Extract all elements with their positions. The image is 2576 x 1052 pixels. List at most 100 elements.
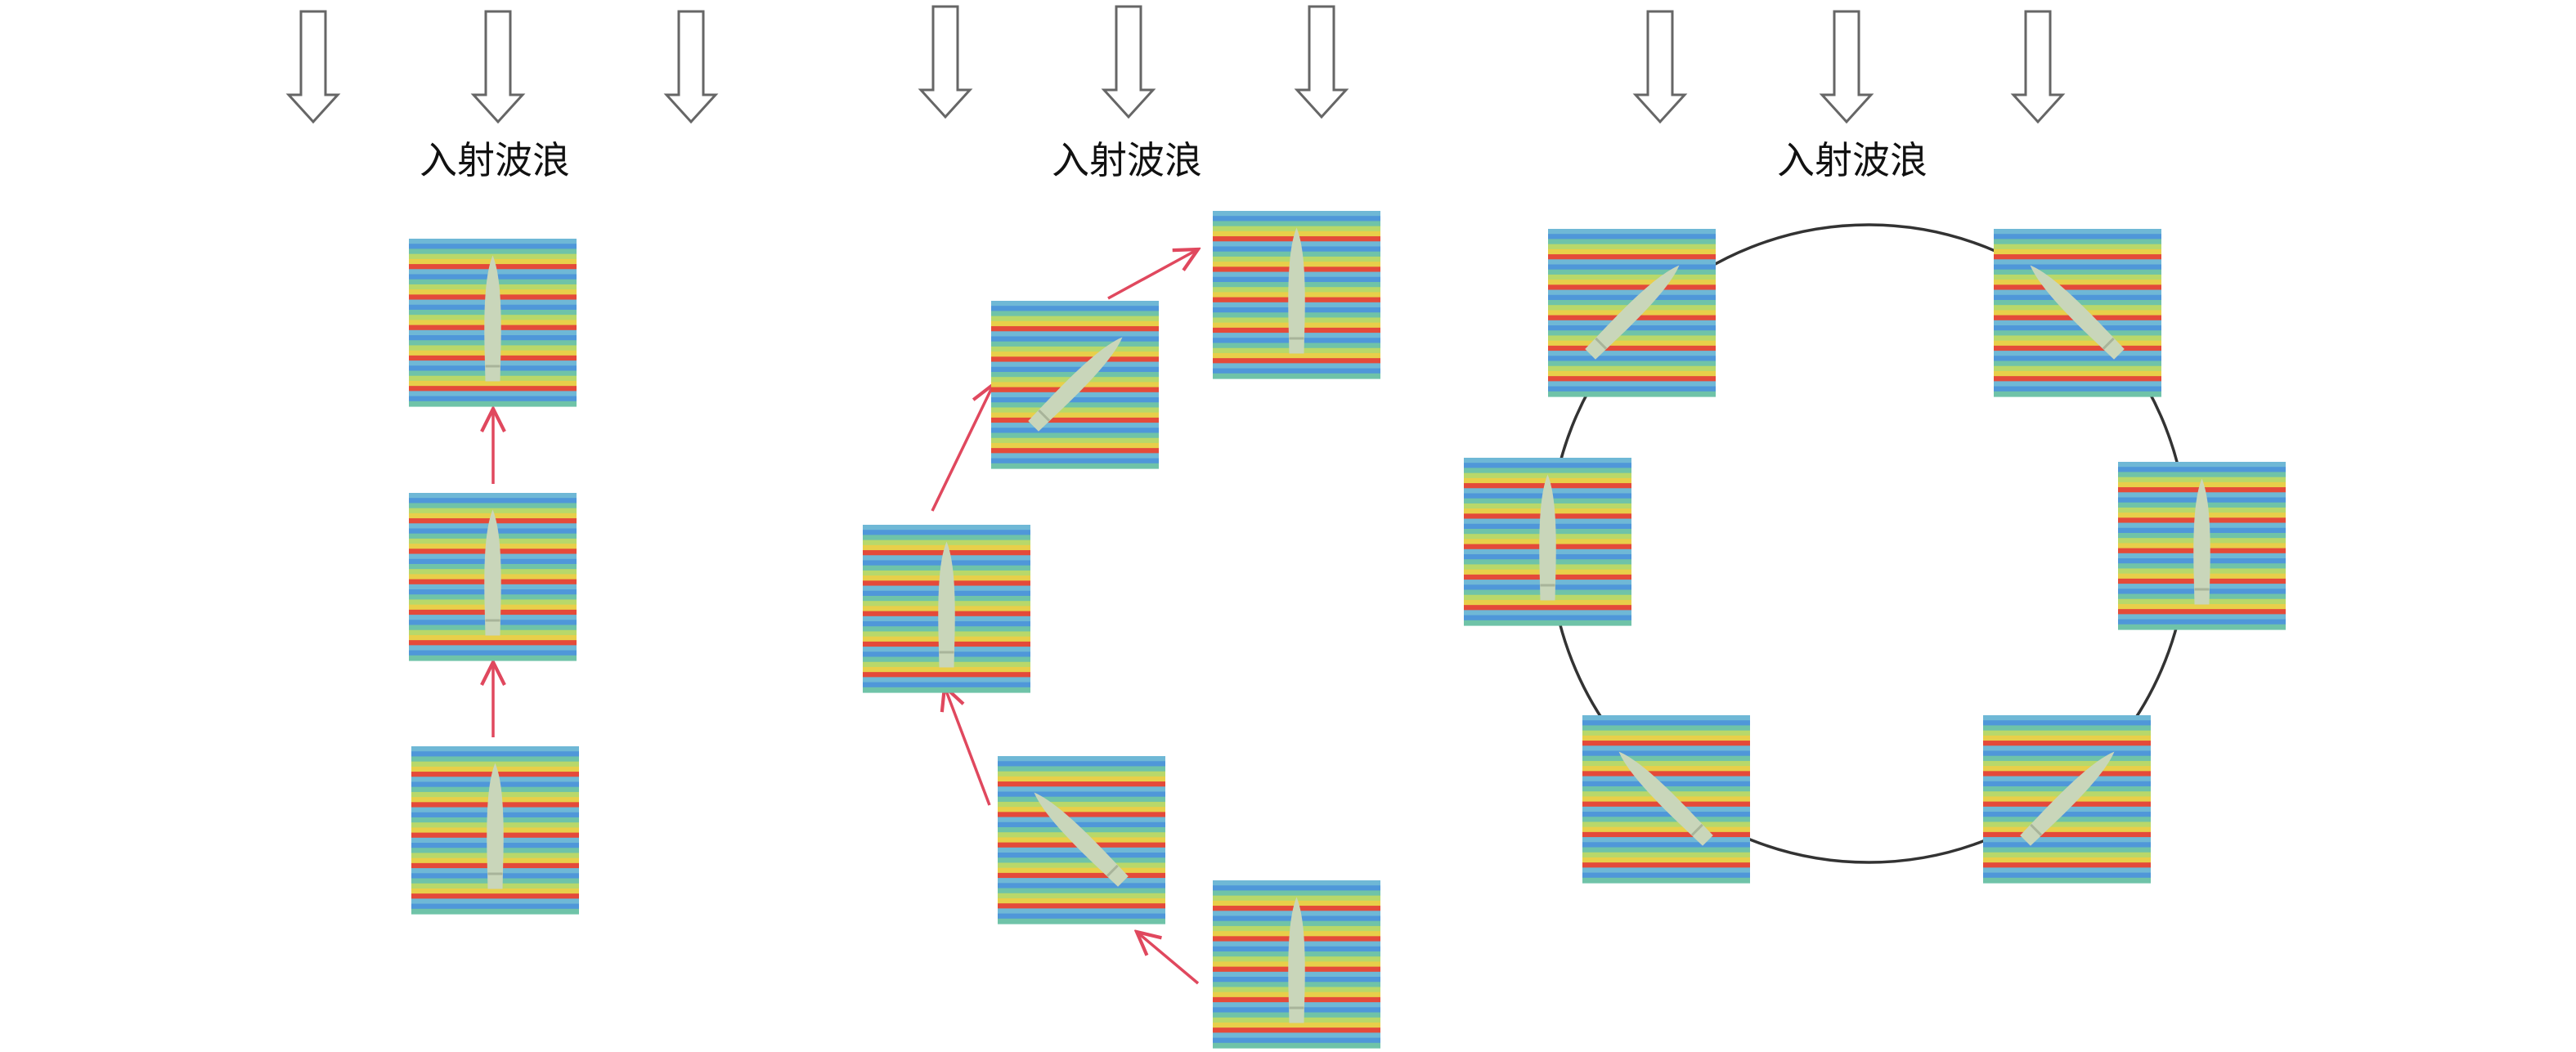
wave-stripe (991, 442, 1159, 449)
ship-hull (2193, 478, 2210, 605)
wave-stripe (991, 417, 1159, 423)
wave-stripe (998, 878, 1165, 884)
wave-stripe (998, 807, 1165, 813)
wave-stripe (991, 341, 1159, 347)
wave-stripe (411, 751, 579, 758)
wave-stripe (1994, 259, 2161, 266)
wave-stripe (409, 386, 577, 392)
wave-stripe (2118, 472, 2286, 478)
wave-stripe (1548, 365, 1716, 372)
wave-stripe (1464, 620, 1631, 626)
ship-icon (484, 509, 501, 636)
wave-stripe (998, 853, 1165, 858)
wave-stripe (1582, 760, 1750, 767)
wave-stripe (1582, 741, 1750, 746)
wave-stripe (998, 776, 1165, 782)
wave-stripe (998, 771, 1165, 777)
ship-stern-mark (939, 651, 954, 654)
wave-stripe (991, 437, 1159, 444)
panel-label-circle: 入射波浪 (1777, 138, 1928, 182)
wave-stripe (1548, 356, 1716, 362)
wave-stripe (1582, 755, 1750, 762)
wave-stripe (1582, 715, 1750, 721)
wave-stripe (1582, 837, 1750, 843)
wave-stripe (409, 650, 577, 656)
ship-stern-mark (1690, 823, 1703, 836)
wave-stripe (411, 898, 579, 905)
ship-stern-mark (1289, 337, 1304, 340)
wave-stripe (998, 761, 1165, 768)
ship-icon (1539, 474, 1556, 601)
wave-stripe (1464, 615, 1631, 621)
wave-stripe (1582, 826, 1750, 833)
ship-icon (1034, 792, 1129, 887)
wave-stripe (1983, 817, 2151, 823)
wave-tile (409, 239, 577, 407)
incident-wave-arrow-icon (1101, 5, 1156, 119)
wave-stripe (991, 453, 1159, 459)
wave-stripe (1994, 330, 2161, 337)
wave-stripe (1983, 730, 2151, 736)
wave-stripe (1582, 750, 1750, 757)
wave-tile (1994, 229, 2161, 397)
wave-stripe (1983, 857, 2151, 863)
wave-stripe (1582, 867, 1750, 874)
ship-hull (1288, 227, 1305, 354)
wave-stripe (1994, 386, 2161, 392)
wave-stripe (2118, 467, 2286, 473)
wave-stripe (998, 817, 1165, 823)
ship-stern-mark (485, 365, 500, 368)
wave-stripe (1213, 1022, 1380, 1028)
wave-stripe (1983, 760, 2151, 767)
ship-hull (2020, 751, 2115, 846)
wave-stripe (1582, 877, 1750, 884)
wave-stripe (1994, 325, 2161, 331)
wave-stripe (1213, 373, 1380, 379)
ship-icon (2193, 478, 2210, 605)
wave-stripe (409, 634, 577, 641)
wave-tile (1213, 211, 1380, 379)
wave-tile (991, 301, 1159, 469)
wave-stripe (1548, 391, 1716, 397)
panel-label-straight: 入射波浪 (420, 138, 570, 182)
wave-stripe (1582, 842, 1750, 848)
wave-stripe (1994, 280, 2161, 285)
wave-stripe (1548, 360, 1716, 367)
wave-stripe (998, 801, 1165, 808)
wave-stripe (411, 746, 579, 752)
wave-stripe (1548, 239, 1716, 245)
wave-stripe (1582, 831, 1750, 838)
wave-tile (411, 746, 579, 915)
wave-stripe (1983, 781, 2151, 787)
wave-stripe (1582, 781, 1750, 787)
incident-wave-arrow-icon (918, 5, 973, 119)
wave-stripe (1213, 880, 1380, 886)
incident-wave-arrow-icon (285, 10, 341, 124)
incident-wave-arrow-icon (1632, 10, 1688, 124)
wave-stripe (1983, 755, 2151, 762)
wave-stripe (991, 423, 1159, 428)
wave-stripe (998, 883, 1165, 889)
ship-hull (2030, 265, 2125, 360)
wave-stripe (1464, 605, 1631, 611)
ship-icon (1288, 897, 1305, 1023)
wave-stripe (991, 331, 1159, 338)
ship-icon (1585, 265, 1680, 360)
ship-icon (1618, 751, 1713, 846)
ship-stern-mark (485, 619, 500, 622)
wave-stripe (1994, 376, 2161, 382)
wave-stripe (998, 918, 1165, 924)
wave-stripe (1548, 330, 1716, 337)
wave-stripe (1548, 294, 1716, 301)
wave-tile (1548, 229, 1716, 397)
wave-stripe (1582, 735, 1750, 741)
wave-stripe (991, 366, 1159, 373)
ship-hull (1585, 265, 1680, 360)
wave-stripe (2118, 462, 2286, 468)
panel-label-turning: 入射波浪 (1052, 138, 1202, 182)
wave-stripe (409, 391, 577, 397)
wave-stripe (998, 913, 1165, 920)
wave-stripe (1213, 885, 1380, 892)
wave-stripe (1994, 229, 2161, 235)
wave-stripe (991, 351, 1159, 357)
